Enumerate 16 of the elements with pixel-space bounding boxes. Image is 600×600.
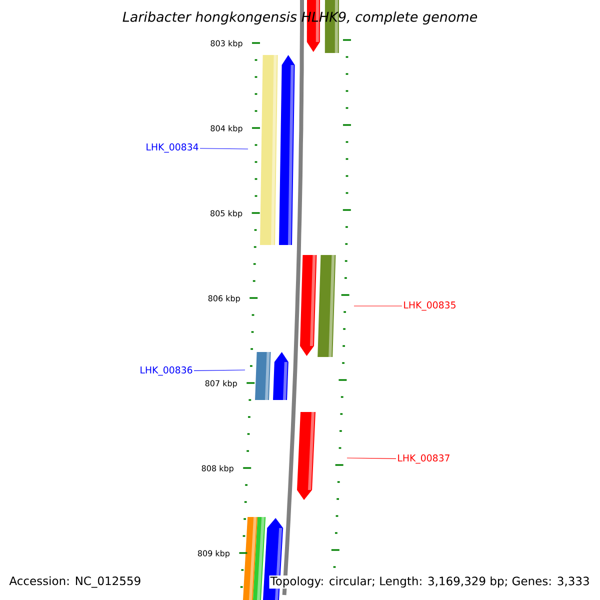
tick-label: 803 kbp (210, 40, 242, 48)
gene-label: LHK_00834 (146, 143, 198, 153)
gene-label: LHK_00837 (398, 454, 450, 464)
leader-line (200, 148, 248, 150)
tick-label: 805 kbp (210, 210, 242, 218)
gene-label: LHK_00835 (404, 301, 456, 311)
tick-label: 806 kbp (208, 295, 240, 303)
gene-label: LHK_00836 (140, 366, 192, 376)
accession-text: Accession: NC_012559 (9, 576, 140, 588)
tick-label: 809 kbp (198, 550, 230, 558)
tick-label: 804 kbp (210, 125, 242, 133)
tick-label: 808 kbp (202, 465, 234, 473)
topology-text: Topology: circular; Length: 3,169,329 bp; Genes: 3,333 (269, 575, 591, 589)
tick-label: 807 kbp (205, 380, 237, 388)
leader-line (194, 370, 246, 371)
leader-line (346, 458, 396, 459)
